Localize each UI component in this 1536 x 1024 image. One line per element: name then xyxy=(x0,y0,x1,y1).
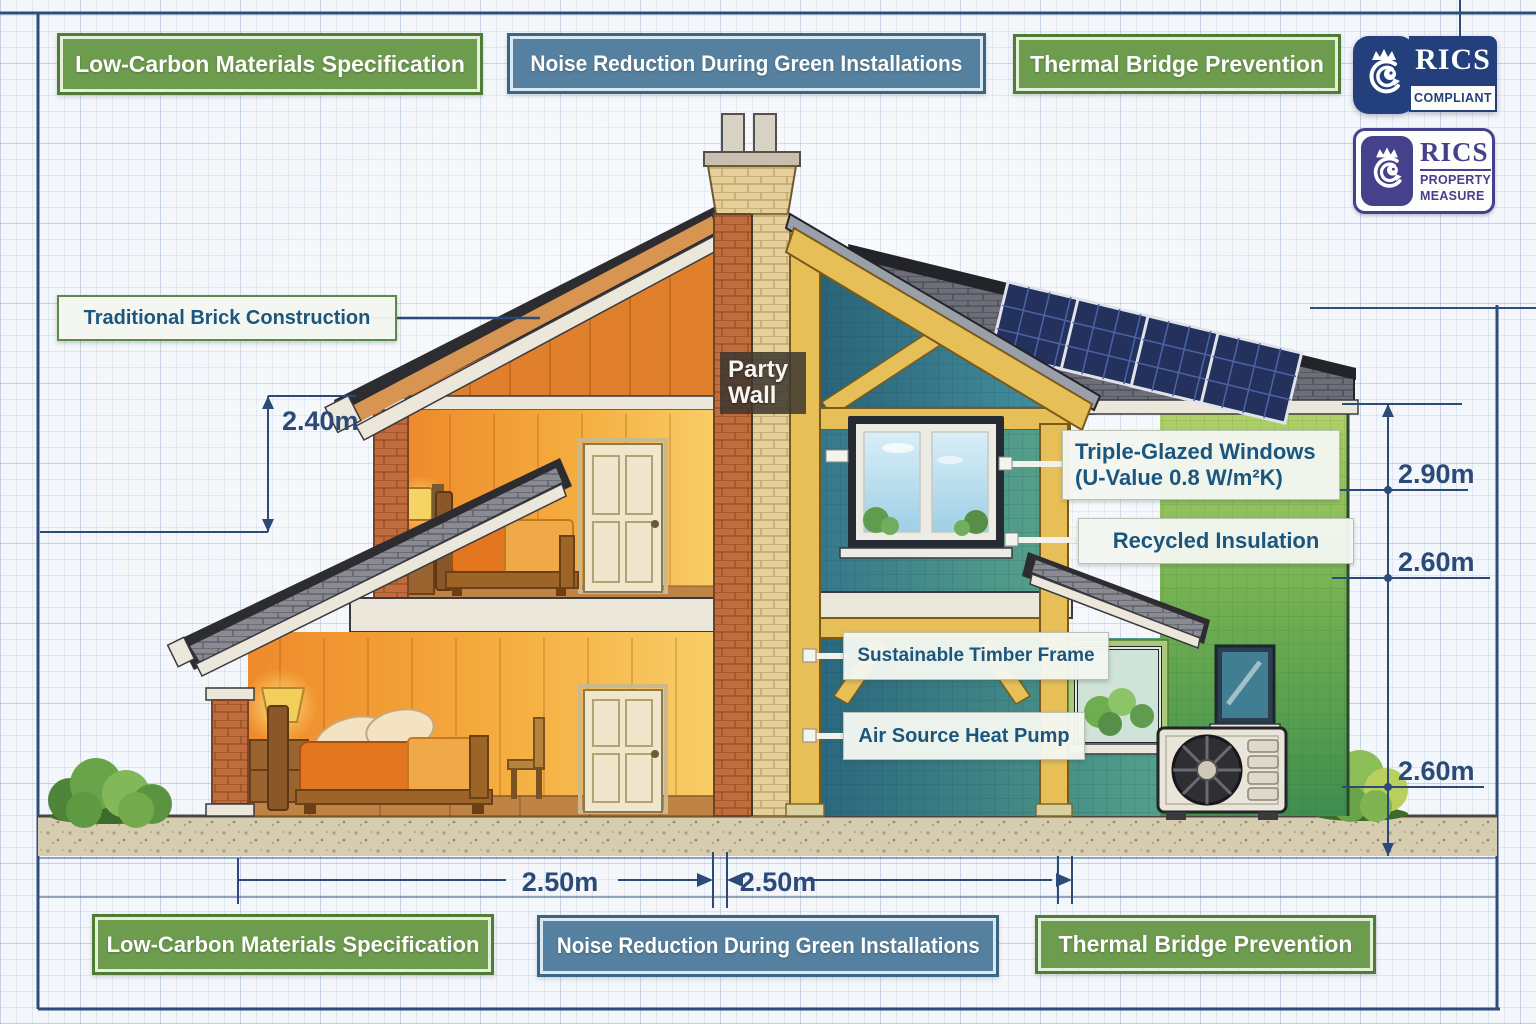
dimension-labels: 2.40m 2.90m 2.60m 2.60m 2.50m 2.50m xyxy=(282,406,1475,897)
ground-brick-pier xyxy=(205,687,255,817)
rics-lion-icon xyxy=(1353,36,1415,114)
floor-band-right xyxy=(791,591,1073,619)
dim-right-upper: 2.90m xyxy=(1398,459,1475,489)
callout-traditional-brick: Traditional Brick Construction xyxy=(57,295,397,341)
rics-compliant-text: COMPLIANT xyxy=(1409,84,1497,112)
banner-top-noise-reduction: Noise Reduction During Green Installatio… xyxy=(507,33,986,94)
rics-compliant-logo: RICS COMPLIANT xyxy=(1353,36,1497,114)
left-house xyxy=(166,206,722,817)
small-window xyxy=(1209,644,1281,735)
party-wall-chimney xyxy=(703,113,801,817)
heat-pump-unit xyxy=(1156,726,1288,820)
upper-door xyxy=(578,438,668,594)
callout-sustainable-timber: Sustainable Timber Frame xyxy=(843,632,1109,680)
dimension-annotations xyxy=(40,395,1490,908)
banner-bottom-noise-reduction: Noise Reduction During Green Installatio… xyxy=(537,915,999,977)
porch-roof xyxy=(166,458,572,678)
banner-bottom-low-carbon: Low-Carbon Materials Specification xyxy=(92,914,494,975)
solar-panel-array xyxy=(989,280,1304,425)
rics-lion-icon xyxy=(1361,136,1413,206)
solar-panel xyxy=(1199,331,1304,425)
rics-property-measure-logo: RICS PROPERTY MEASURE xyxy=(1353,128,1495,214)
ground-bedroom-furniture xyxy=(242,668,545,814)
rics-property-text: PROPERTY xyxy=(1420,173,1492,188)
callout-recycled-insulation: Recycled Insulation xyxy=(1078,518,1354,564)
garden-window xyxy=(1067,646,1173,755)
upper-ceiling xyxy=(407,395,715,411)
timber-post-left xyxy=(789,239,821,817)
triple-glazed-window xyxy=(839,416,1013,559)
dim-right-lower: 2.60m xyxy=(1398,756,1475,786)
rics-brand-text: RICS xyxy=(1409,36,1497,84)
ground-door xyxy=(578,684,668,814)
bush-left xyxy=(48,758,172,828)
banner-top-low-carbon: Low-Carbon Materials Specification xyxy=(57,33,483,95)
banner-top-thermal-bridge: Thermal Bridge Prevention xyxy=(1013,34,1341,94)
rics-brand-text: RICS xyxy=(1420,137,1492,172)
dim-right-middle: 2.60m xyxy=(1398,547,1475,577)
callout-triple-glazed: Triple-Glazed Windows(U-Value 0.8 W/m²K) xyxy=(1062,430,1340,500)
chimney-pot xyxy=(721,113,745,157)
dim-bottom-right: 2.50m xyxy=(740,867,817,897)
bargeboard xyxy=(784,212,1102,412)
callout-heat-pump: Air Source Heat Pump xyxy=(843,712,1085,760)
rics-measure-text: MEASURE xyxy=(1420,189,1485,203)
dim-bottom-left: 2.50m xyxy=(522,867,599,897)
chimney-pot xyxy=(753,113,777,157)
dim-left-height: 2.40m xyxy=(282,406,359,436)
banner-bottom-thermal-bridge: Thermal Bridge Prevention xyxy=(1035,915,1376,974)
floor-band-left xyxy=(349,597,715,633)
ground-strip xyxy=(38,814,1497,856)
